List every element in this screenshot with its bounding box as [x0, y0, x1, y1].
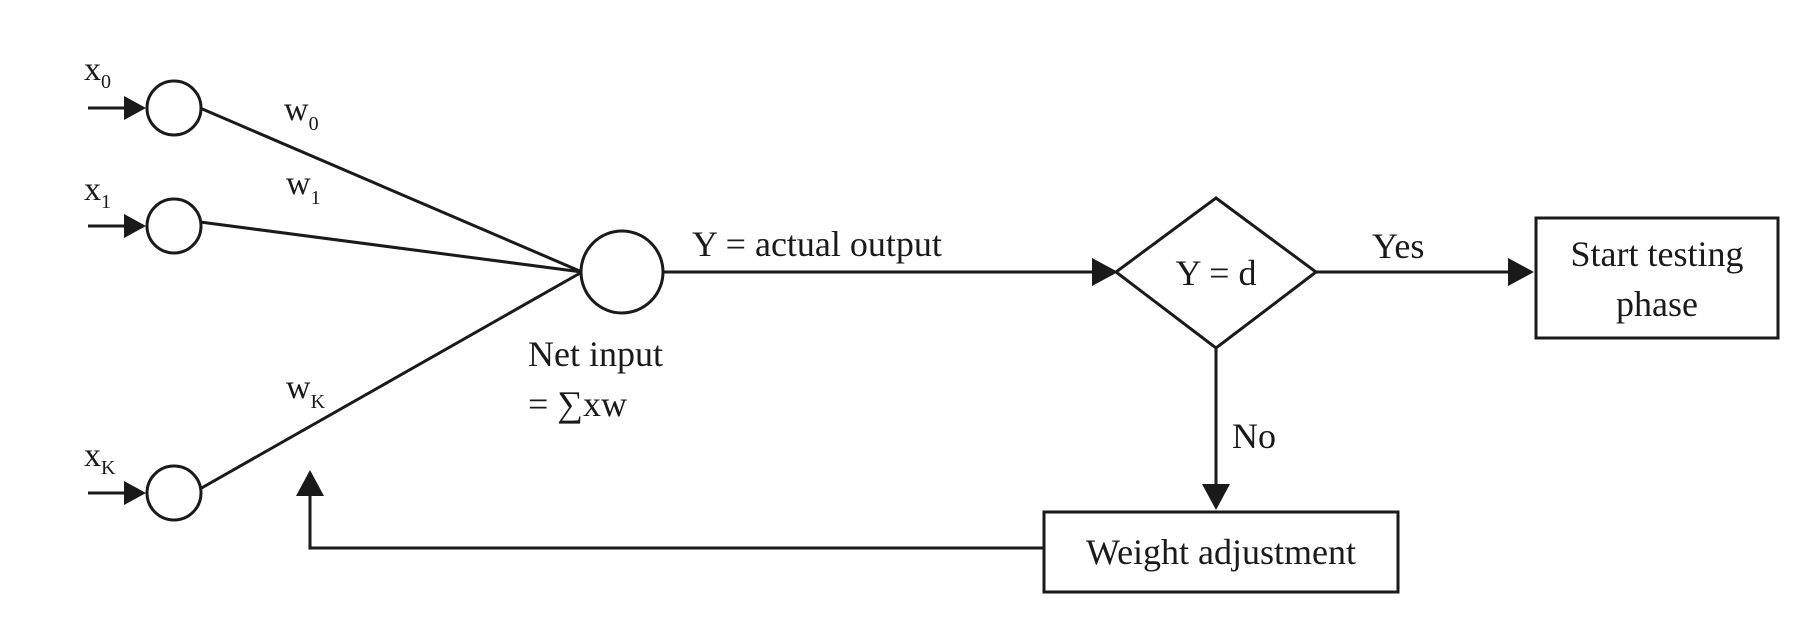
input-label-0: x0: [84, 51, 111, 93]
testing-phase-line2: phase: [1616, 284, 1698, 324]
decision-condition: Y = d: [1176, 253, 1257, 293]
input-node-k: [145, 464, 203, 522]
output-arrow: [663, 258, 1118, 286]
weight-adjustment-box: [1042, 510, 1400, 594]
weight-edge-0: [199, 106, 583, 274]
input-arrow-1: [88, 214, 146, 238]
weight-adjustment-label: Weight adjustment: [1086, 532, 1356, 572]
input-arrow-k: [88, 481, 146, 505]
net-input-formula: = ∑xw: [528, 384, 627, 424]
feedback-arrow: [296, 470, 1044, 550]
weight-label-1: w1: [286, 165, 321, 209]
input-arrow-0: [88, 96, 146, 120]
yes-label: Yes: [1372, 226, 1424, 266]
net-input-label: Net input: [528, 334, 663, 374]
yes-arrow: [1316, 258, 1534, 286]
input-label-k: xK: [84, 437, 116, 479]
output-label: Y = actual output: [692, 224, 942, 264]
weight-edge-1: [199, 220, 583, 274]
input-label-1: x1: [84, 171, 111, 213]
no-label: No: [1232, 416, 1276, 456]
input-node-1: [145, 197, 203, 255]
weight-edge-k: [197, 270, 583, 492]
summation-node: [579, 229, 665, 315]
testing-phase-line1: Start testing: [1571, 234, 1744, 274]
no-arrow: [1202, 348, 1230, 510]
input-node-0: [145, 79, 203, 137]
testing-phase-box: [1534, 216, 1780, 340]
weight-label-k: wK: [286, 369, 326, 413]
weight-label-0: w0: [284, 91, 319, 135]
